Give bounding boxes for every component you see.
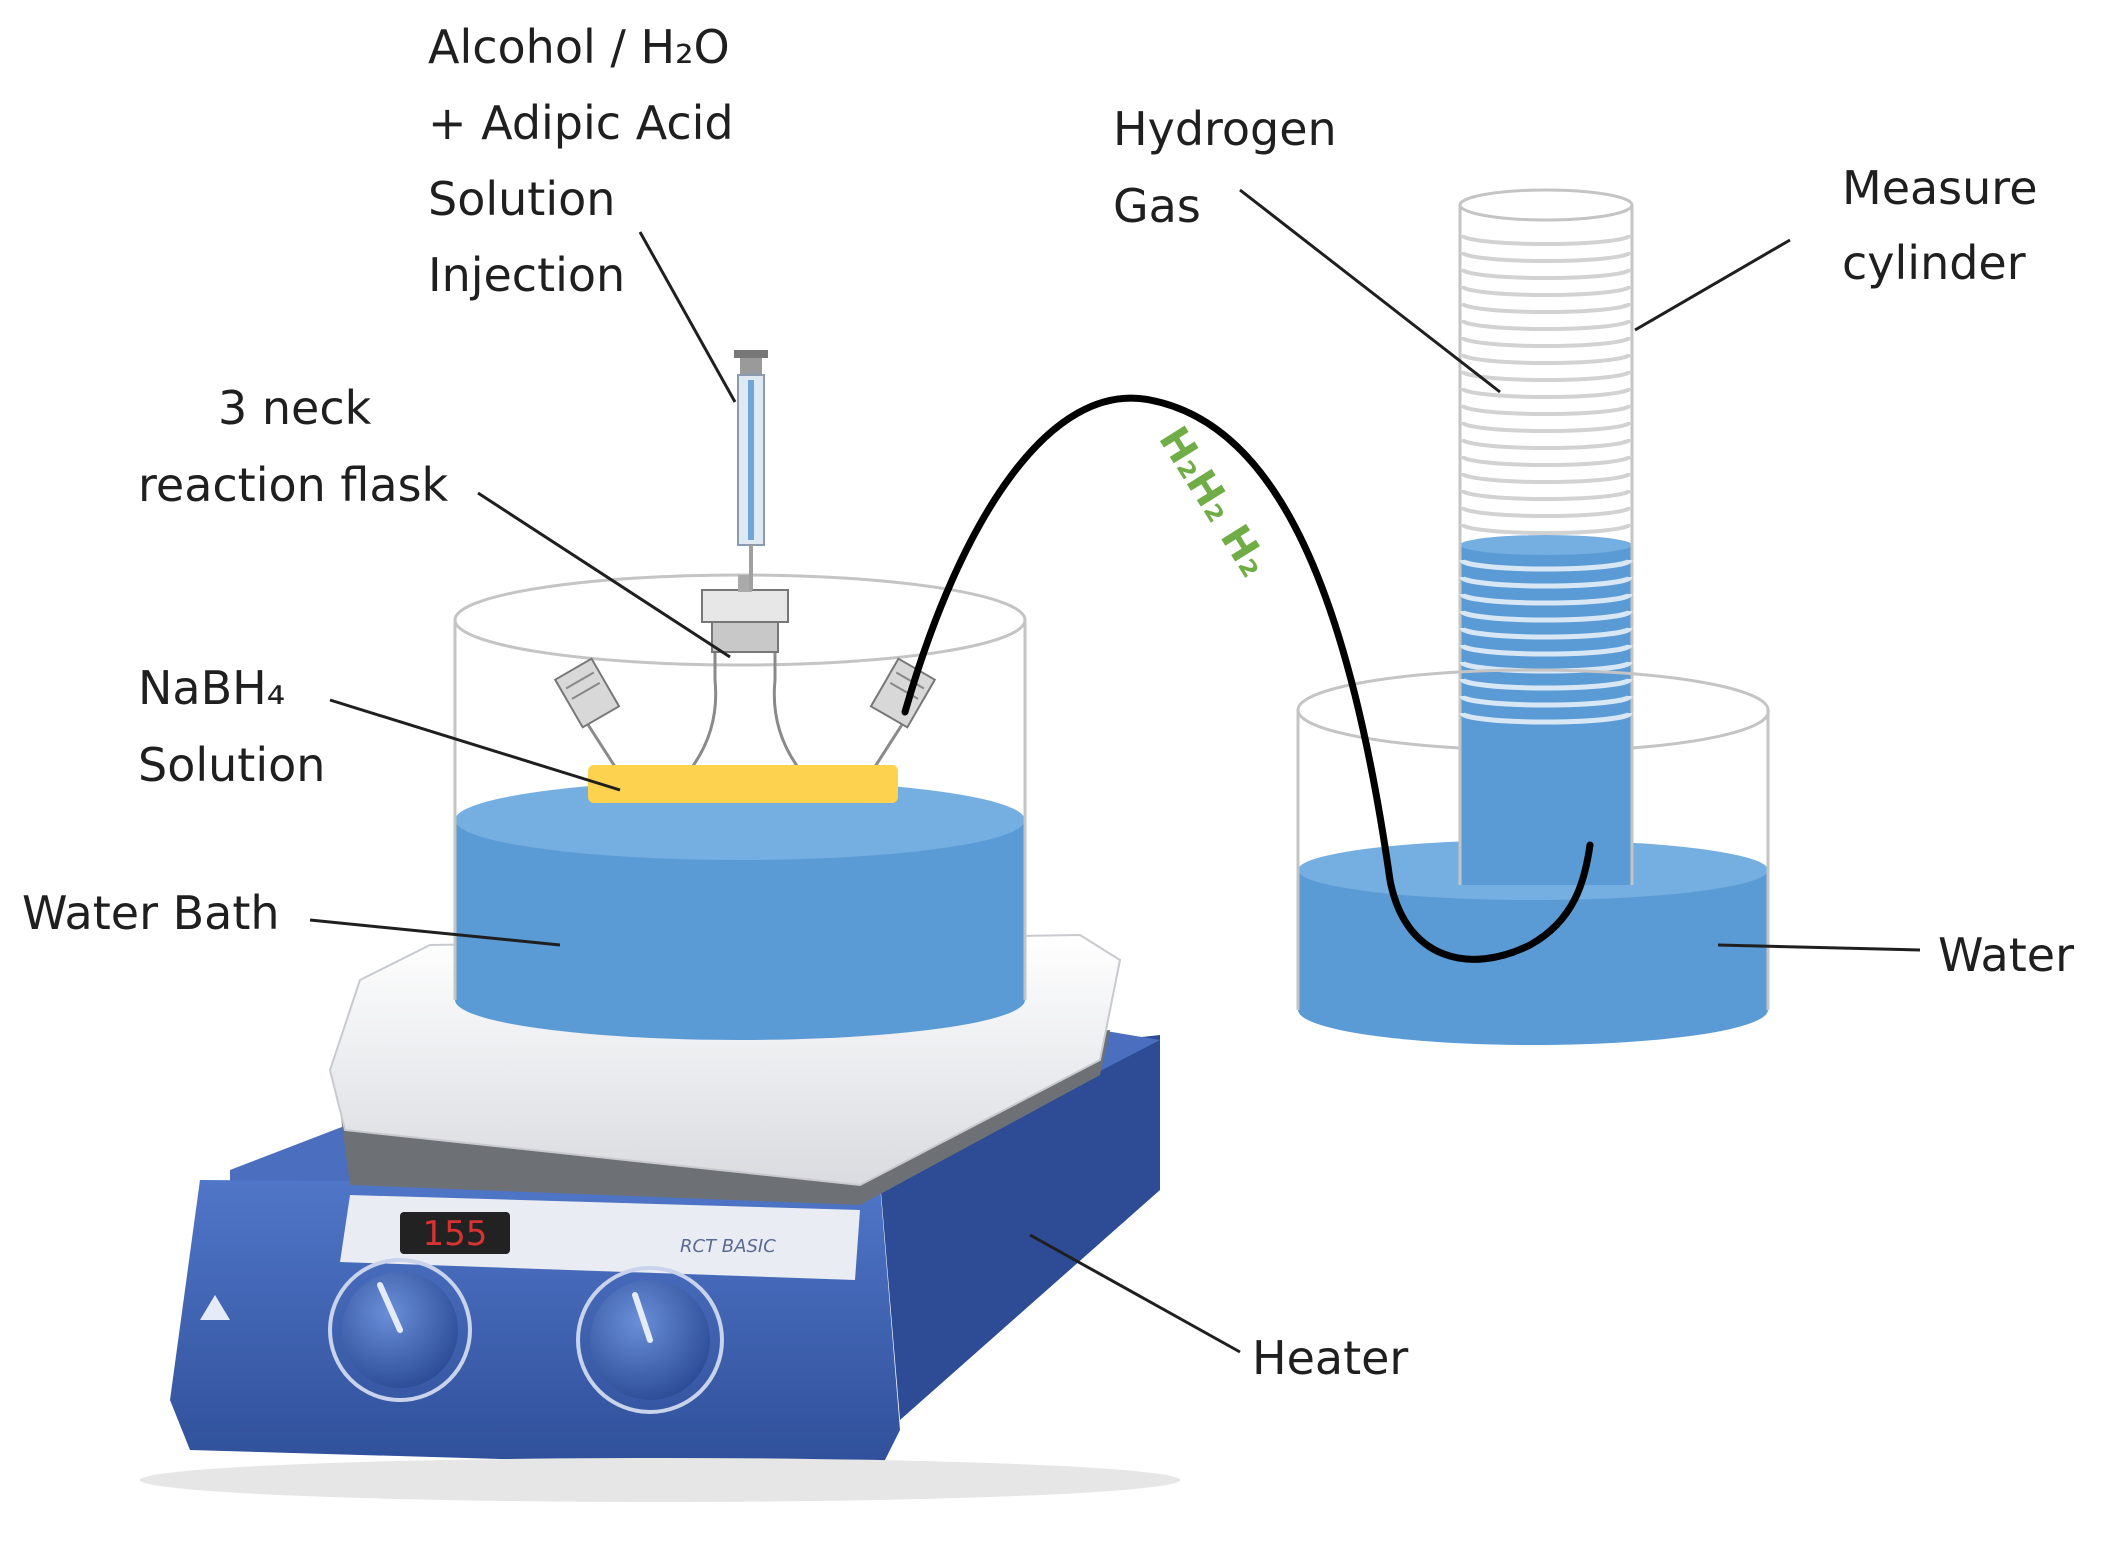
temperature-readout: 155 <box>423 1214 488 1254</box>
hydrogen-gas-label-line-1: Hydrogen <box>1113 102 1337 156</box>
left-neck-joint <box>553 657 621 729</box>
beaker-water <box>1298 870 1768 1045</box>
cylinder-graduation <box>1459 694 1633 708</box>
hydrogen-gas-label-line-2: Gas <box>1113 179 1201 233</box>
cylinder-graduation <box>1460 353 1632 365</box>
measure-cylinder-label-line-1: Measure <box>1842 161 2038 215</box>
cylinder-graduation <box>1459 677 1633 691</box>
water-bath-label: Water Bath <box>22 886 280 940</box>
flask-label-line-1: 3 neck <box>218 381 372 435</box>
cylinder-graduation <box>1460 506 1632 518</box>
cylinder-graduation <box>1460 268 1632 280</box>
cylinder-graduation <box>1460 336 1632 348</box>
cylinder-graduation <box>1459 711 1633 725</box>
water-beaker-glass <box>1296 668 1770 1010</box>
cylinder-graduation <box>1459 643 1633 657</box>
right-neck-joint <box>869 657 937 729</box>
cylinder-graduation <box>1460 438 1632 450</box>
cylinder-graduation <box>1460 234 1632 246</box>
measure-cylinder-leader <box>1634 238 1791 332</box>
injection-label-line-2: + Adipic Acid <box>428 96 734 150</box>
svg-text:RCT BASIC: RCT BASIC <box>680 1236 776 1257</box>
water-bath-leader <box>309 918 561 947</box>
cylinder-graduation <box>1460 370 1632 382</box>
cylinder-graduation <box>1460 404 1632 416</box>
cylinder-graduation <box>1459 626 1633 640</box>
nabh4-solution <box>588 765 898 803</box>
cylinder-graduation <box>1460 285 1632 297</box>
cylinder-graduation <box>1460 319 1632 331</box>
nabh4-label-line-2: Solution <box>138 738 326 792</box>
three-neck-flask <box>553 575 937 803</box>
cylinder-graduation <box>1460 251 1632 263</box>
injection-leader <box>638 231 737 403</box>
water-bath-water <box>455 820 1025 1040</box>
cylinder-graduation <box>1459 609 1633 623</box>
measure-cylinder <box>1458 188 1634 885</box>
water-leader <box>1717 943 1921 952</box>
cylinder-graduation <box>1460 523 1632 535</box>
nabh4-label-line-1: NaBH₄ <box>138 661 286 715</box>
speed-knob[interactable] <box>576 1266 724 1414</box>
center-neck-joint <box>711 619 779 653</box>
warning-triangle-icon <box>200 1295 230 1320</box>
gas-flow-label: H₂H₂ H₂ <box>1150 419 1277 585</box>
temperature-display <box>400 1212 510 1254</box>
heater-label: Heater <box>1252 1331 1409 1385</box>
cylinder-graduation <box>1460 302 1632 314</box>
measure-cylinder-label-line-2: cylinder <box>1842 236 2026 290</box>
cylinder-graduation <box>1459 575 1633 589</box>
cylinder-graduation <box>1460 472 1632 484</box>
cylinder-graduation <box>1459 592 1633 606</box>
flask-label-line-2: reaction flask <box>138 458 449 512</box>
injection-label-line-4: Injection <box>428 248 626 302</box>
cylinder-graduation <box>1460 455 1632 467</box>
flask-leader <box>477 491 731 659</box>
water-label: Water <box>1938 928 2074 982</box>
injection-label-line-1: Alcohol / H₂O <box>428 20 730 74</box>
cylinder-graduation <box>1460 387 1632 399</box>
injection-label-line-3: Solution <box>428 172 616 226</box>
syringe <box>734 350 768 590</box>
gas-delivery-tube <box>901 394 1594 963</box>
cylinder-graduation <box>1460 489 1632 501</box>
hydrogen-gas-leader <box>1239 188 1501 394</box>
leader-lines <box>309 188 1921 1354</box>
nabh4-leader <box>329 698 621 792</box>
cylinder-graduation <box>1459 558 1633 572</box>
heater-leader <box>1029 1233 1241 1354</box>
temperature-knob[interactable] <box>328 1258 472 1402</box>
cylinder-graduation <box>1460 421 1632 433</box>
